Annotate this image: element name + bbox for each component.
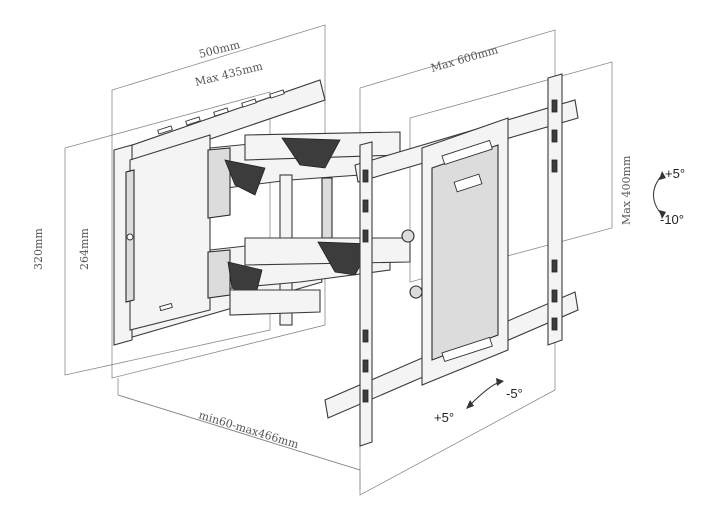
swivel-left-label: -5°: [506, 386, 523, 401]
wall-max-label: Max 435mm: [194, 59, 265, 89]
swivel-arrow-left-icon: [466, 400, 474, 409]
wall-height-label: 320mm: [32, 228, 45, 270]
tilt-down-label: -10°: [660, 212, 684, 227]
tv-bracket: [324, 73, 579, 447]
dimension-planes: [64, 24, 613, 496]
tv-width-label: Max 600mm: [429, 43, 500, 75]
swivel-arrow-right-icon: [496, 378, 504, 386]
tilt-arrow-down-icon: [659, 210, 666, 219]
tilt-indicator: +5° -10°: [653, 166, 685, 227]
wall-height-inner-label: 264mm: [78, 228, 91, 270]
tilt-arrow-up-icon: [659, 171, 666, 180]
swivel-indicator: -5° +5°: [434, 378, 523, 425]
tilt-up-label: +5°: [665, 166, 685, 181]
swivel-right-label: +5°: [434, 410, 454, 425]
tv-height-label: Max 400mm: [620, 155, 633, 225]
extension-label: min60-max466mm: [197, 408, 301, 451]
